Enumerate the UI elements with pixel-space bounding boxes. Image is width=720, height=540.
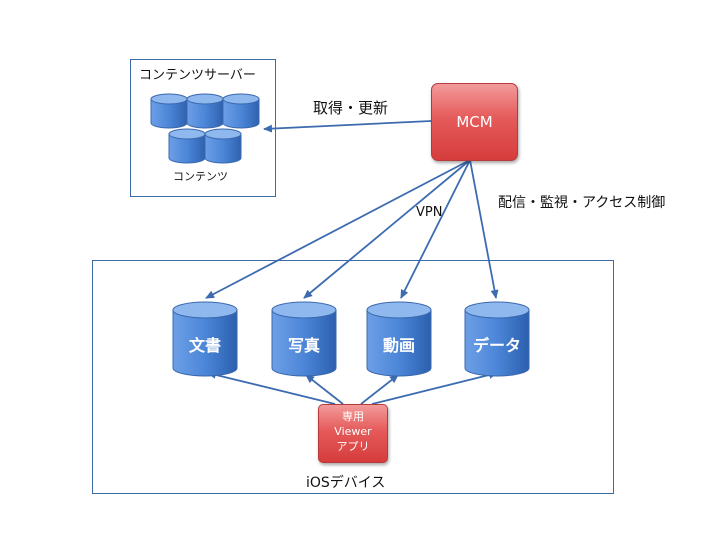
viewer-line1: 専用 — [342, 410, 364, 423]
content-server-title: コンテンツサーバー — [139, 68, 256, 83]
viewer-line2: Viewer — [334, 425, 372, 438]
arrow-mcm-to-server — [263, 120, 432, 133]
store-photos: 写真 — [271, 301, 337, 377]
server-cylinder-4 — [168, 128, 206, 164]
store-documents: 文書 — [172, 301, 238, 377]
ios-device-box — [92, 260, 614, 494]
mcm-box: MCM — [431, 83, 518, 161]
arrow-mcm-to-photos — [303, 159, 471, 299]
server-cylinder-5 — [204, 128, 242, 164]
store-documents-label: 文書 — [188, 336, 221, 355]
arrow-viewer-to-docs — [207, 371, 336, 405]
store-data-label: データ — [472, 336, 521, 355]
contents-label: コンテンツ — [173, 170, 228, 183]
deliver-control-label: 配信・監視・アクセス制御 — [498, 195, 666, 211]
viewer-line3: アプリ — [336, 440, 370, 453]
viewer-app-box: 専用 Viewer アプリ — [318, 404, 388, 463]
arrow-viewer-to-video — [360, 374, 399, 405]
mcm-label: MCM — [456, 113, 493, 131]
store-photos-label: 写真 — [287, 336, 320, 355]
fetch-update-label: 取得・更新 — [313, 99, 389, 117]
store-data: データ — [464, 301, 530, 377]
store-video-label: 動画 — [382, 336, 415, 355]
arrow-mcm-to-video — [400, 159, 471, 299]
arrow-viewer-to-data — [371, 371, 498, 405]
store-video: 動画 — [366, 301, 432, 377]
server-cylinder-3 — [222, 93, 260, 129]
arrow-mcm-to-docs — [205, 159, 471, 299]
arrow-mcm-to-data — [469, 159, 499, 299]
ios-device-title: iOSデバイス — [306, 475, 386, 491]
vpn-label: VPN — [416, 205, 443, 220]
arrow-viewer-to-photos — [305, 374, 344, 405]
